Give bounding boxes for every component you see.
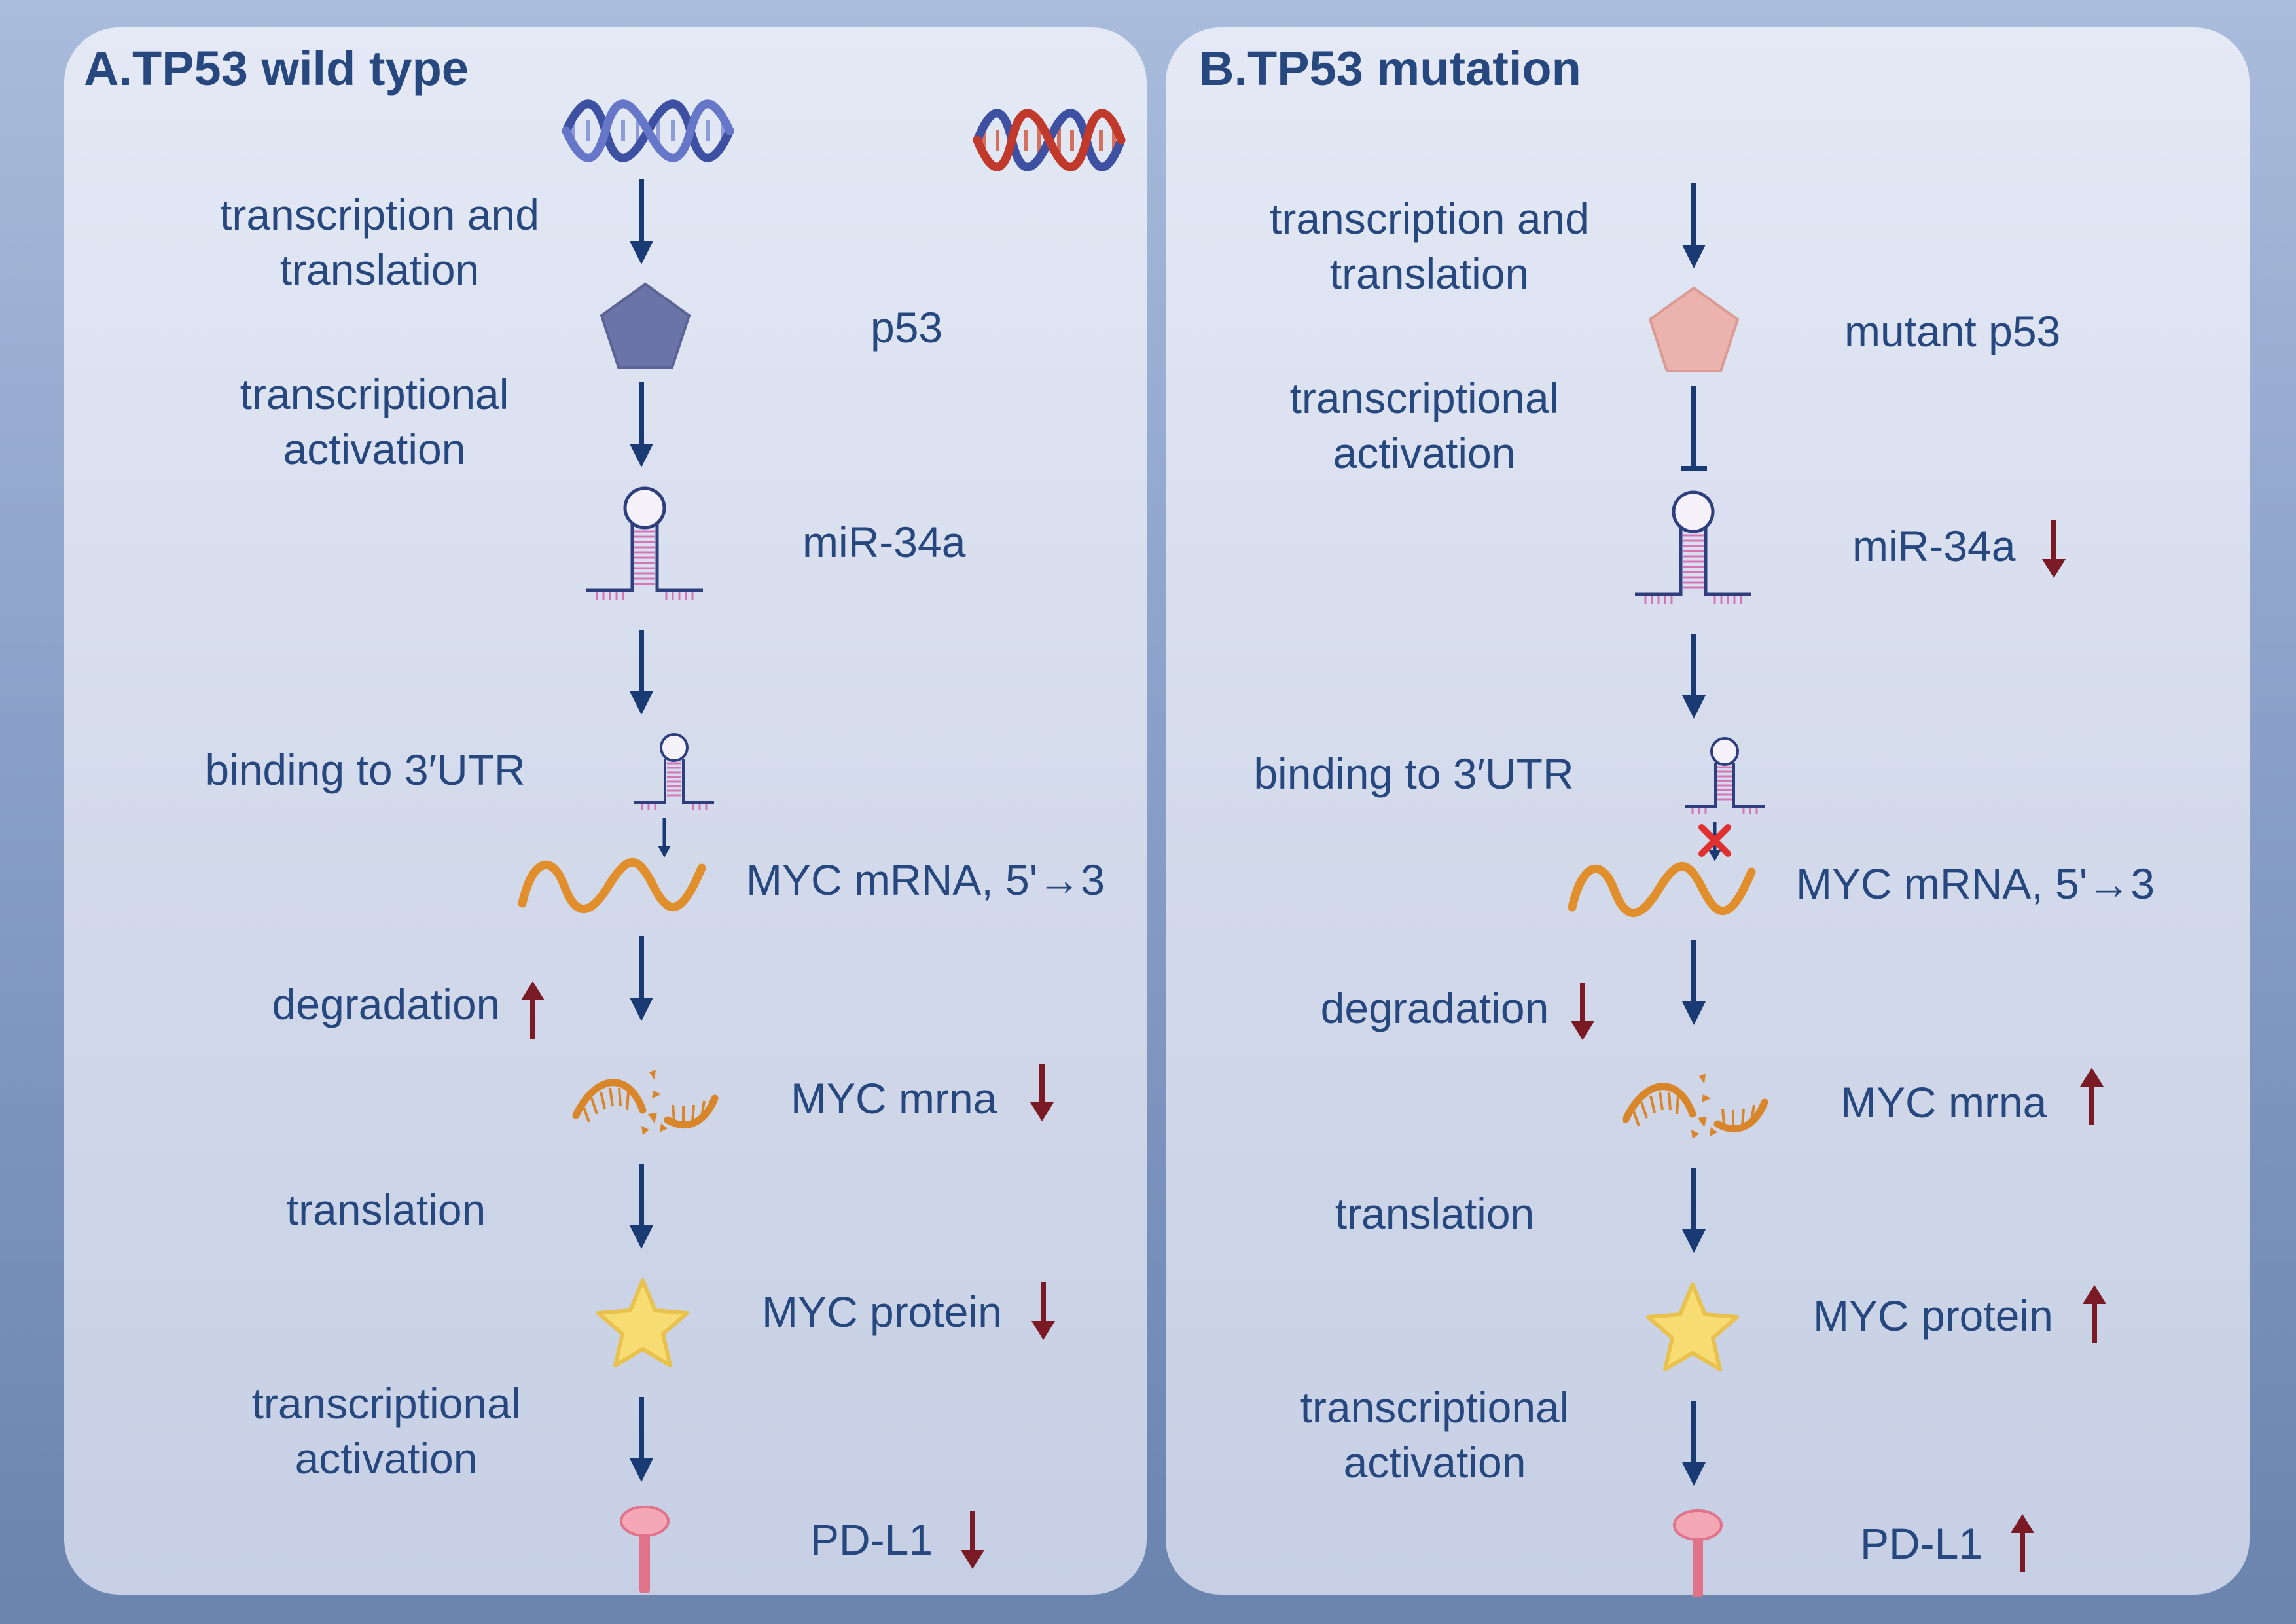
- myc-mrna-change-arrow-icon: [2080, 1068, 2104, 1125]
- step-transcription-translation: transcription and translation: [1270, 191, 1589, 301]
- mirna-hairpin-icon: [586, 486, 703, 600]
- myc-mrna-change-arrow-icon: [1030, 1064, 1054, 1121]
- step-degradation: degradation: [272, 980, 501, 1028]
- pd-l1-receptor-icon: [620, 1506, 670, 1593]
- label-pd-l1: PD-L1: [1860, 1519, 1983, 1568]
- mirna-hairpin-small-icon: [1685, 737, 1765, 814]
- pd-l1-receptor-icon: [1673, 1509, 1723, 1597]
- step-line-1: transcriptional: [251, 1379, 521, 1428]
- label-myc-protein: MYC protein: [1813, 1291, 2053, 1340]
- flow-arrow-5: [630, 1397, 653, 1482]
- step-line-1: transcriptional: [1300, 1383, 1570, 1432]
- step-line-1: transcription and: [220, 190, 539, 239]
- myc-protein-change-arrow-icon: [1031, 1282, 1055, 1340]
- flow-arrow-1: [1682, 183, 1706, 268]
- flow-arrow-5: [1682, 1401, 1706, 1486]
- pd-l1-change-arrow-icon: [961, 1511, 984, 1569]
- myc-protein-change-arrow-icon: [2083, 1285, 2106, 1343]
- panel-a-title: A.TP53 wild type: [84, 41, 469, 96]
- label-mutant-p53: mutant p53: [1844, 307, 2061, 355]
- panel-b-title: B.TP53 mutation: [1199, 41, 1581, 96]
- label-myc-mrna-degraded: MYC mrna: [791, 1074, 997, 1123]
- mutated-dna-helix-icon: [973, 109, 1126, 171]
- activation-arrow: [630, 382, 653, 467]
- mrna-strand-icon: [1568, 861, 1756, 918]
- mir34a-change-arrow-icon: [2042, 520, 2066, 578]
- step-line-1: transcriptional: [1289, 374, 1559, 422]
- mirna-hairpin-small-icon: [634, 733, 714, 810]
- flow-arrow-3: [630, 936, 653, 1021]
- pd-l1-change-arrow-icon: [2011, 1514, 2034, 1572]
- binding-blocked-cross-icon: [1698, 824, 1731, 857]
- flow-arrow-2: [1682, 634, 1706, 719]
- degraded-mrna-icon: [572, 1070, 719, 1135]
- inhibition-arrow: [1681, 386, 1707, 471]
- step-transcriptional-activation-2: transcriptional activation: [1300, 1380, 1570, 1490]
- step-line-1: transcription and: [1270, 194, 1589, 243]
- mirna-hairpin-icon: [1635, 490, 1751, 604]
- step-line-2: translation: [1329, 249, 1530, 298]
- label-pd-l1: PD-L1: [810, 1515, 933, 1564]
- step-line-2: translation: [279, 245, 480, 294]
- step-binding: binding to 3′UTR: [205, 746, 526, 794]
- mutant-pentagon-protein-icon: [1648, 286, 1740, 372]
- binding-arrow: [658, 818, 671, 857]
- myc-protein-star-icon: [1646, 1282, 1739, 1371]
- flow-arrow-1: [630, 179, 653, 264]
- myc-protein-star-icon: [596, 1278, 689, 1367]
- mrna-strand-icon: [518, 857, 706, 914]
- step-degradation: degradation: [1320, 984, 1549, 1032]
- label-myc-mrna-degraded: MYC mrna: [1840, 1078, 2047, 1127]
- label-mir34a: miR-34a: [1852, 522, 2016, 570]
- step-transcriptional-activation: transcriptional activation: [240, 367, 509, 477]
- pentagon-protein-icon: [600, 282, 691, 369]
- label-mir34a: miR-34a: [802, 518, 966, 566]
- panel-tp53-wild-type: [64, 27, 1147, 1595]
- step-line-2: activation: [1343, 1438, 1526, 1487]
- step-transcriptional-activation-2: transcriptional activation: [252, 1376, 521, 1486]
- flow-arrow-2: [630, 630, 653, 715]
- degradation-change-arrow-icon: [1571, 983, 1594, 1040]
- step-transcriptional-activation: transcriptional activation: [1290, 370, 1559, 480]
- flow-arrow-3: [1682, 940, 1706, 1025]
- label-myc-mrna: MYC mRNA, 5'→3: [746, 856, 1105, 904]
- dna-helix-icon: [562, 99, 734, 162]
- label-myc-protein: MYC protein: [762, 1288, 1002, 1336]
- label-p53: p53: [870, 303, 943, 352]
- degradation-change-arrow-icon: [521, 981, 545, 1039]
- step-line-2: activation: [283, 425, 466, 473]
- step-translation: translation: [286, 1185, 486, 1234]
- step-line-2: activation: [1333, 429, 1516, 477]
- label-myc-mrna: MYC mRNA, 5'→3: [1796, 859, 2155, 908]
- step-line-2: activation: [295, 1434, 478, 1483]
- step-binding: binding to 3′UTR: [1253, 749, 1574, 798]
- step-translation: translation: [1335, 1189, 1535, 1238]
- flow-arrow-4: [630, 1164, 653, 1249]
- step-line-1: transcriptional: [240, 370, 509, 418]
- step-transcription-translation: transcription and translation: [220, 187, 539, 297]
- degraded-mrna-icon: [1622, 1074, 1768, 1139]
- flow-arrow-4: [1682, 1168, 1706, 1253]
